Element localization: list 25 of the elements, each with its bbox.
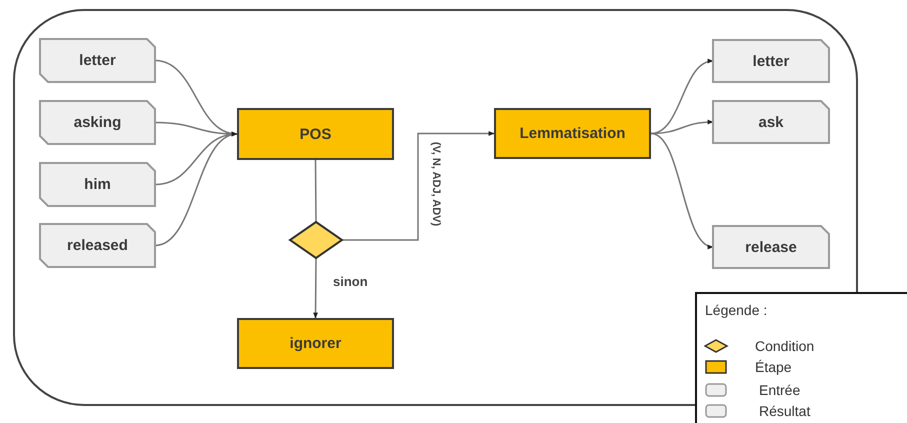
arrow (650, 120, 714, 134)
input-tag: released (40, 224, 155, 267)
result-tag: ask (713, 101, 829, 143)
legend-label: Entrée (759, 382, 800, 398)
arrow (154, 122, 238, 136)
input-tag: asking (40, 101, 155, 144)
step-box: ignorer (237, 318, 394, 369)
legend-label: Condition (755, 338, 814, 354)
arrow (154, 132, 238, 246)
arrow (650, 132, 714, 248)
edge-label: (V, N, ADJ, ADV) (430, 142, 442, 226)
decision-diamond (290, 222, 342, 258)
result-tag: release (713, 226, 829, 268)
result-tag: letter (713, 40, 829, 82)
step-box: Lemmatisation (494, 108, 651, 159)
input-tag: him (40, 163, 155, 206)
arrow (342, 131, 495, 241)
legend-title: Légende : (705, 302, 768, 318)
connector-line (314, 160, 317, 222)
arrow (313, 258, 318, 319)
input-tag: letter (40, 39, 155, 82)
edge-label: sinon (333, 274, 368, 289)
legend-label: Résultat (759, 403, 810, 419)
step-box: POS (237, 108, 394, 160)
legend-label: Étape (755, 359, 792, 375)
